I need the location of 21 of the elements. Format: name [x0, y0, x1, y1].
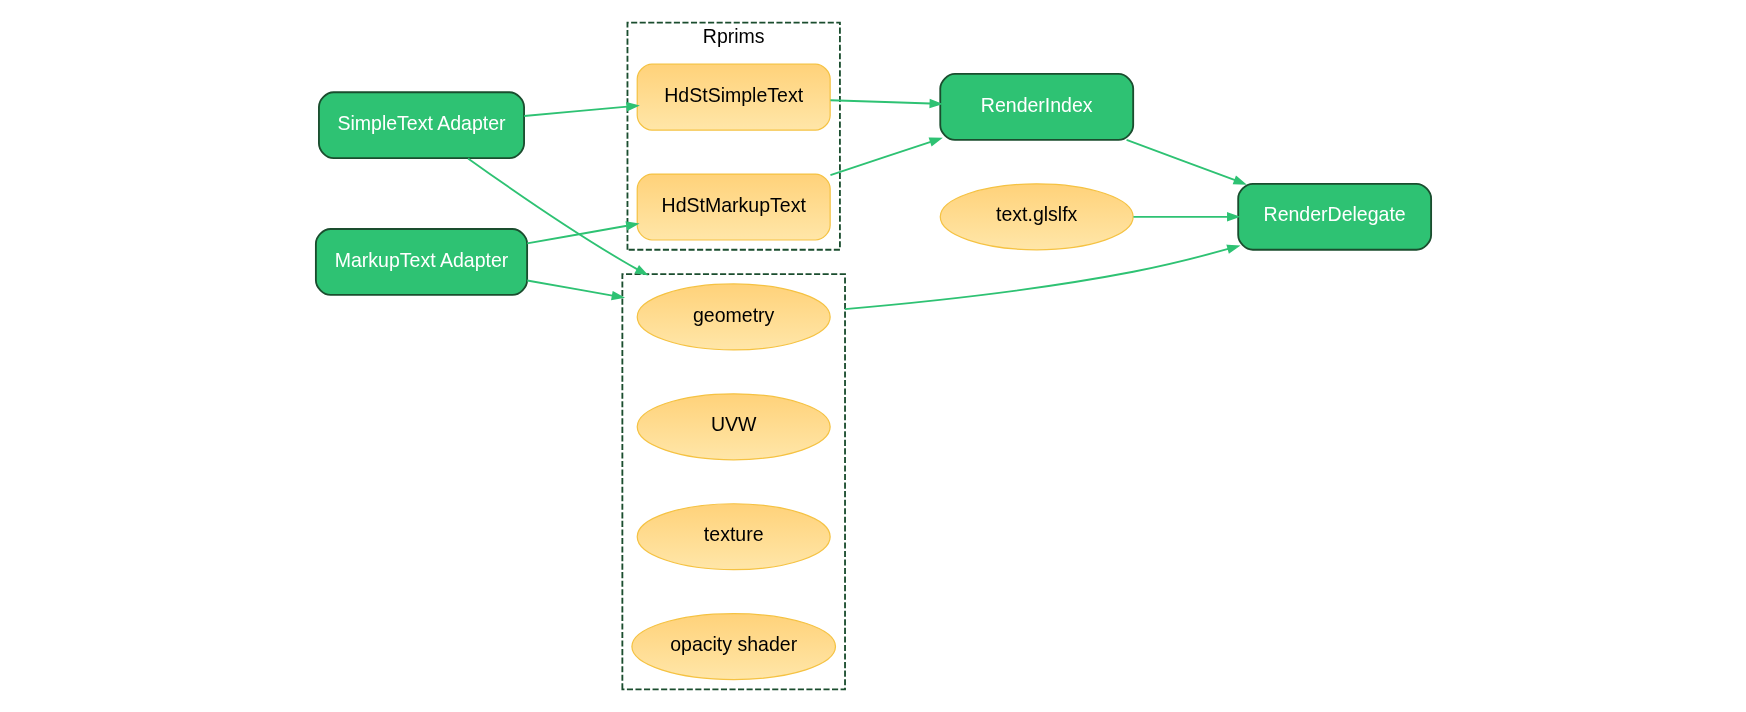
arrow	[829, 137, 943, 177]
arrow	[522, 102, 640, 117]
node-box: HdStMarkupText	[636, 173, 831, 241]
node-box: HdStSimpleText	[636, 63, 831, 131]
node-ellipse: opacity shader	[630, 613, 836, 681]
node-box: RenderDelegate	[1236, 182, 1432, 251]
arrow	[1132, 212, 1240, 222]
cluster	[620, 273, 846, 691]
arrow	[525, 279, 625, 301]
node-ellipse: UVW	[636, 393, 831, 461]
arrow	[829, 98, 943, 109]
node-box: MarkupText Adapter	[314, 228, 528, 296]
node-ellipse: texture	[636, 503, 831, 571]
arrow	[1125, 138, 1247, 185]
node-ellipse: text.glslfx	[939, 183, 1134, 251]
node-ellipse: geometry	[636, 283, 831, 351]
arrow	[525, 221, 640, 245]
node-box: SimpleText Adapter	[317, 91, 525, 160]
node-box: RenderIndex	[938, 73, 1134, 141]
arrow	[843, 244, 1241, 310]
arrow	[466, 157, 649, 276]
